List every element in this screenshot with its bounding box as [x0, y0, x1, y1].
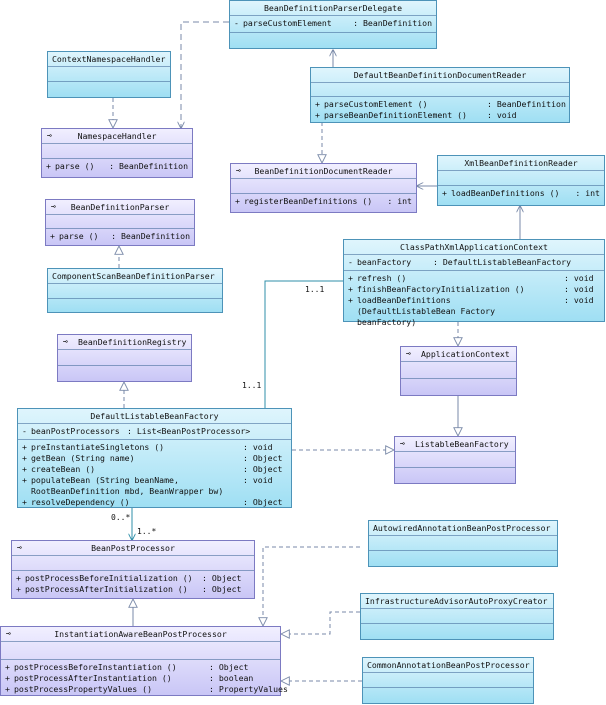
- class-name: ClassPathXmlApplicationContext: [400, 242, 548, 252]
- multiplicity-factory-end: 1..1: [242, 381, 262, 390]
- class-context-namespace-handler[interactable]: ContextNamespaceHandler: [47, 51, 171, 98]
- method-row: + postProcessBeforeInstantiation () : Ob…: [5, 662, 249, 672]
- method-row: + postProcessAfterInitialization () : Ob…: [16, 584, 242, 594]
- class-name: BeanDefinitionParserDelegate: [263, 3, 403, 13]
- method-row: + resolveDependency () : Object: [22, 497, 283, 507]
- class-name: ApplicationContext: [421, 349, 510, 359]
- class-name: XmlBeanDefinitionReader: [464, 158, 578, 168]
- field-row: - beanPostProcessors : List<BeanPostProc…: [22, 426, 251, 436]
- class-name: BeanDefinitionParser: [70, 202, 170, 212]
- method-row: + loadBeanDefinitions (DefaultListableBe…: [348, 295, 594, 327]
- method-row: + postProcessPropertyValues () : Propert…: [5, 684, 288, 694]
- dep-delegate-to-nshandler: [181, 21, 229, 128]
- method-row: + populateBean (String beanName, RootBea…: [22, 475, 273, 496]
- interface-icon: ⊸: [51, 202, 56, 211]
- interface-icon: ⊸: [47, 131, 52, 140]
- class-default-bean-definition-document-reader[interactable]: DefaultBeanDefinitionDocumentReader + pa…: [310, 67, 570, 123]
- class-name: ComponentScanBeanDefinitionParser: [52, 271, 215, 281]
- method-row: + loadBeanDefinitions () : int: [442, 188, 600, 198]
- class-bean-definition-parser-delegate[interactable]: BeanDefinitionParserDelegate - parseCust…: [229, 0, 437, 49]
- class-name: AutowiredAnnotationBeanPostProcessor: [373, 523, 551, 533]
- multiplicity-bpp-target: 1..*: [137, 527, 157, 536]
- interface-application-context[interactable]: ⊸ ApplicationContext: [400, 346, 517, 396]
- class-component-scan-bean-definition-parser[interactable]: ComponentScanBeanDefinitionParser: [47, 268, 223, 313]
- method-row: + postProcessBeforeInitialization () : O…: [16, 573, 242, 583]
- class-name: InfrastructureAdvisorAutoProxyCreator: [365, 596, 548, 606]
- method-row: + parse () : BeanDefinition: [46, 161, 188, 171]
- field-row: - beanFactory : DefaultListableBeanFacto…: [348, 257, 572, 267]
- method-row: + registerBeanDefinitions () : int: [235, 196, 412, 206]
- method-row: + preInstantiateSingletons () : void: [22, 442, 273, 452]
- method-row: + parse () : BeanDefinition: [50, 231, 190, 241]
- multiplicity-ctx-end: 1..1: [305, 285, 325, 294]
- interface-instantiation-aware-bean-post-processor[interactable]: ⊸ InstantiationAwareBeanPostProcessor + p…: [0, 626, 288, 696]
- real-infra-ia: [281, 611, 360, 634]
- interface-namespace-handler[interactable]: ⊸ NamespaceHandler + parse () : BeanDefin…: [41, 128, 193, 178]
- method-row: + getBean (String name) : Object: [22, 453, 283, 463]
- interface-bean-post-processor[interactable]: ⊸ BeanPostProcessor + postProcessBeforeIn…: [11, 540, 255, 599]
- method-row: + postProcessAfterInstantiation () : boo…: [5, 673, 254, 683]
- class-autowired-annotation-bean-post-processor[interactable]: AutowiredAnnotationBeanPostProcessor: [368, 520, 558, 567]
- interface-icon: ⊸: [63, 337, 68, 346]
- real-autowired-ia: [263, 546, 360, 626]
- class-name: BeanDefinitionDocumentReader: [254, 166, 393, 176]
- interface-bean-definition-parser[interactable]: ⊸ BeanDefinitionParser + parse () : BeanD…: [45, 199, 195, 246]
- class-name: NamespaceHandler: [77, 131, 157, 141]
- method-row: + parseCustomElement () : BeanDefinition: [315, 99, 566, 109]
- interface-listable-bean-factory[interactable]: ⊸ ListableBeanFactory: [394, 436, 516, 484]
- method-row: + refresh () : void: [348, 273, 594, 283]
- interface-icon: ⊸: [6, 629, 11, 638]
- class-name: ListableBeanFactory: [415, 439, 509, 449]
- multiplicity-bpp-field: 0..*: [111, 513, 131, 522]
- class-xml-bean-definition-reader[interactable]: XmlBeanDefinitionReader + loadBeanDefini…: [437, 155, 605, 206]
- interface-icon: ⊸: [400, 439, 405, 448]
- class-name: CommonAnnotationBeanPostProcessor: [367, 660, 530, 670]
- interface-icon: ⊸: [17, 543, 22, 552]
- class-name: DefaultListableBeanFactory: [90, 411, 219, 421]
- class-classpath-xml-application-context[interactable]: ClassPathXmlApplicationContext - beanFac…: [343, 239, 605, 327]
- class-name: ContextNamespaceHandler: [52, 54, 166, 64]
- assoc-ctx-factory: [264, 280, 343, 408]
- method-row: + parseBeanDefinitionElement () : void: [315, 110, 517, 120]
- interface-bean-definition-document-reader[interactable]: ⊸ BeanDefinitionDocumentReader + register…: [230, 163, 417, 213]
- class-name: DefaultBeanDefinitionDocumentReader: [353, 70, 527, 80]
- method-row: + createBean () : Object: [22, 464, 283, 474]
- interface-icon: ⊸: [406, 349, 411, 358]
- interface-bean-definition-registry[interactable]: ⊸ BeanDefinitionRegistry: [57, 334, 192, 382]
- class-name: InstantiationAwareBeanPostProcessor: [54, 629, 227, 639]
- class-name: BeanPostProcessor: [91, 543, 175, 553]
- class-infrastructure-advisor-auto-proxy-creator[interactable]: InfrastructureAdvisorAutoProxyCreator: [360, 593, 554, 640]
- interface-icon: ⊸: [236, 166, 241, 175]
- class-name: BeanDefinitionRegistry: [78, 337, 187, 347]
- method-row: - parseCustomElement : BeanDefinition: [234, 18, 432, 28]
- method-row: + finishBeanFactoryInitialization () : v…: [348, 284, 594, 294]
- class-default-listable-bean-factory[interactable]: DefaultListableBeanFactory - beanPostPro…: [17, 408, 292, 508]
- class-common-annotation-bean-post-processor[interactable]: CommonAnnotationBeanPostProcessor: [362, 657, 534, 704]
